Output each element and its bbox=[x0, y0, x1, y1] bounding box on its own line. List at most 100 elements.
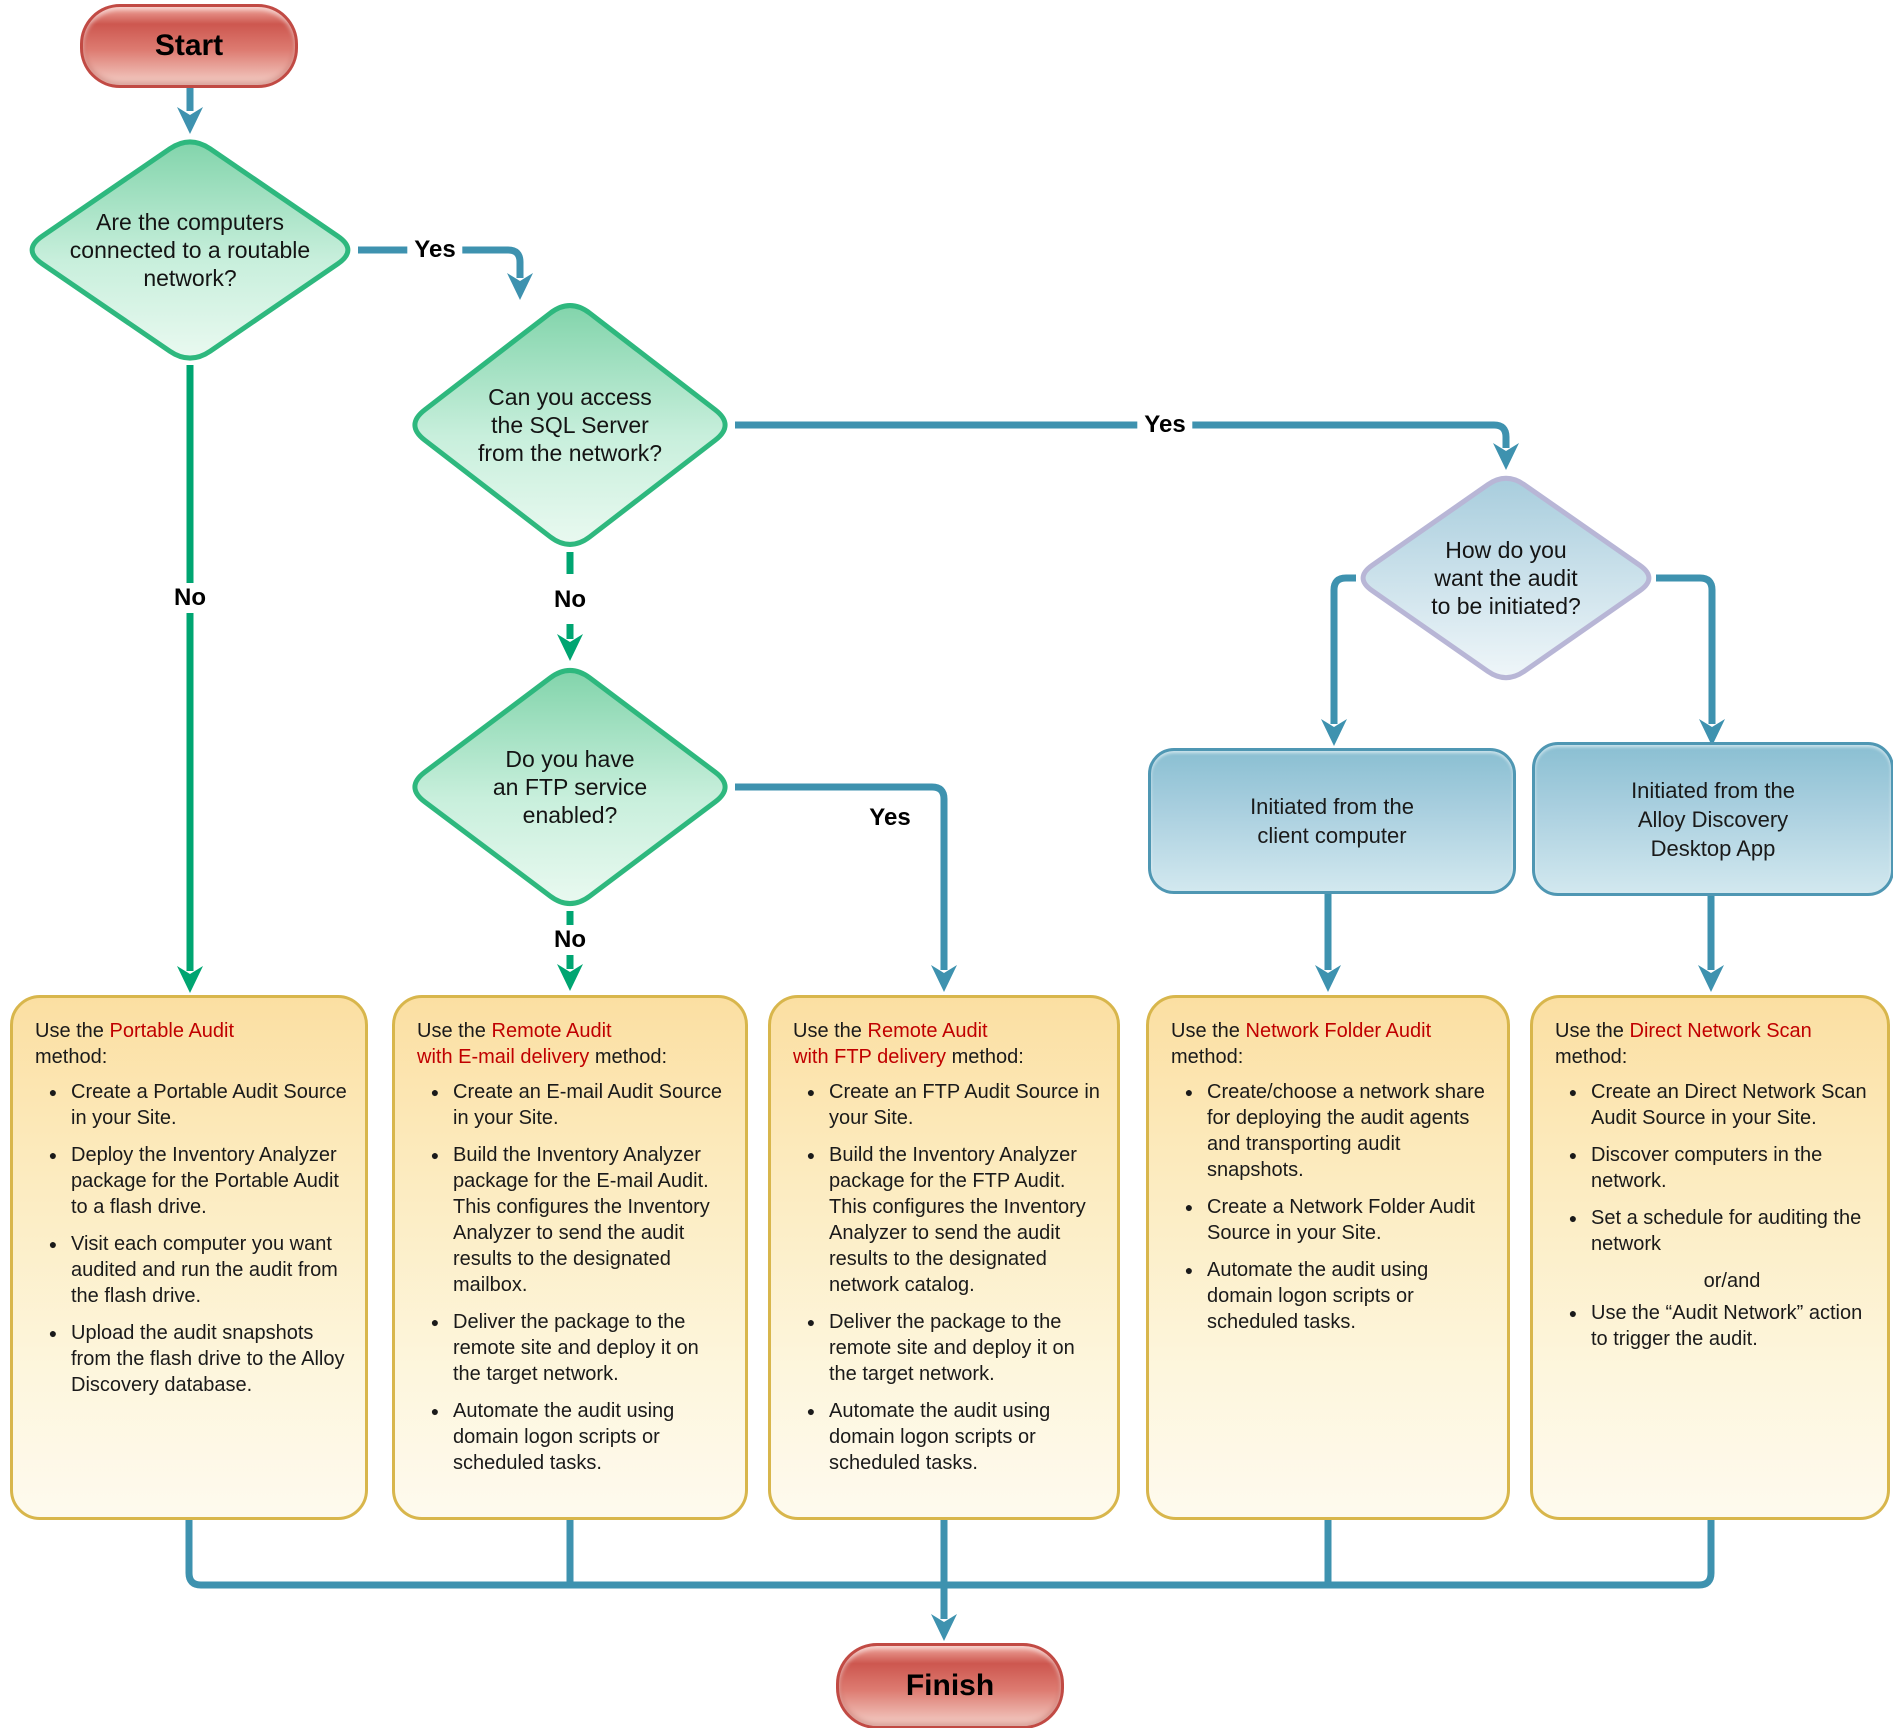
heading-lead: Use the bbox=[35, 1020, 104, 1042]
list-item: ● Automate the audit using domain logon s… bbox=[793, 1398, 1103, 1476]
edge-label-ftp-no: No bbox=[547, 925, 593, 955]
option-initiated-from-client: Initiated from the client computer bbox=[1148, 748, 1516, 894]
heading-lead: Use the bbox=[417, 1020, 486, 1042]
start-label: Start bbox=[154, 29, 224, 62]
edge-initiation-left bbox=[1330, 574, 1356, 724]
routable-line1: Are the computers bbox=[96, 209, 284, 235]
bullet-icon: ● bbox=[48, 1236, 58, 1252]
bullet-icon: ● bbox=[48, 1084, 58, 1100]
decision-audit-initiation bbox=[1360, 475, 1652, 681]
bullet-icon: ● bbox=[806, 1084, 816, 1100]
list-item: ● Discover computers in the network. bbox=[1555, 1142, 1873, 1194]
bullet-text: Automate the audit using domain logon sc… bbox=[453, 1400, 675, 1474]
teal-connectors bbox=[185, 84, 1716, 1619]
method-card-remote-audit-email: Use the Remote Audit with E-mail deliver… bbox=[392, 995, 748, 1520]
bullet-text: Discover computers in the network. bbox=[1591, 1144, 1823, 1192]
bullet-icon: ● bbox=[806, 1147, 816, 1163]
sql-line3: from the network? bbox=[478, 440, 662, 466]
edge-label-sql-no: No bbox=[547, 585, 593, 615]
method-card-portable-audit: Use the Portable Audit method: ●Create a… bbox=[10, 995, 368, 1520]
bullet-icon: ● bbox=[1184, 1084, 1194, 1100]
method-name: Portable Audit bbox=[109, 1020, 235, 1042]
method-card-direct-network-scan: Use the Direct Network Scan method: ● Cre… bbox=[1530, 995, 1890, 1520]
heading-tail: method: bbox=[1555, 1046, 1628, 1068]
list-item: ●Build the Inventory Analyzer package fo… bbox=[793, 1142, 1103, 1298]
method-heading: Use the Remote Audit with E-mail deliver… bbox=[417, 1018, 731, 1070]
list-item: ● Deliver the package to the remote site … bbox=[417, 1309, 731, 1387]
bottom-bus bbox=[185, 1520, 1715, 1589]
ftp-line2: an FTP service bbox=[493, 774, 647, 800]
bullet-text: Upload the audit snapshots from the flas… bbox=[71, 1322, 345, 1396]
bullet-icon: ● bbox=[430, 1314, 440, 1330]
list-item: ●Create a Portable Audit Source in your … bbox=[35, 1079, 351, 1131]
routable-line2: connected to a routable bbox=[70, 237, 310, 263]
edge-ftp-yes bbox=[735, 783, 948, 970]
bullet-icon: ● bbox=[1184, 1262, 1194, 1278]
heading-lead: Use the bbox=[1555, 1020, 1624, 1042]
list-item: ● Create/choose a network share for deplo… bbox=[1171, 1079, 1493, 1183]
bullet-text: Create an FTP Audit Source in your Site. bbox=[829, 1081, 1100, 1129]
bullet-text: Create/choose a network share for deploy… bbox=[1207, 1081, 1485, 1181]
bullet-icon: ● bbox=[1568, 1084, 1578, 1100]
bullet-text: Automate the audit using domain logon sc… bbox=[1207, 1259, 1429, 1333]
method-card-remote-audit-ftp: Use the Remote Audit with FTP delivery m… bbox=[768, 995, 1120, 1520]
list-item: ● Create an Direct Network Scan Audit Sou… bbox=[1555, 1079, 1873, 1131]
edge-label-routable-yes: Yes bbox=[407, 235, 463, 265]
heading-tail: method: bbox=[594, 1046, 668, 1068]
list-item: ●Visit each computer you want audited an… bbox=[35, 1231, 351, 1309]
initiation-line2: want the audit bbox=[1433, 565, 1578, 591]
list-item: ●Deliver the package to the remote site … bbox=[793, 1309, 1103, 1387]
method-heading: Use the Direct Network Scan method: bbox=[1555, 1018, 1873, 1070]
edge-sql-yes bbox=[735, 421, 1510, 448]
client-line2: client computer bbox=[1257, 823, 1407, 848]
teal-arrowheads bbox=[177, 107, 1725, 1641]
list-item: ● Automate the audit using domain logon s… bbox=[417, 1398, 731, 1476]
list-item: ●Set a schedule for auditing the network bbox=[1555, 1205, 1873, 1257]
heading-lead: Use the bbox=[793, 1020, 862, 1042]
bullet-text: Create an Direct Network Scan Audit Sour… bbox=[1591, 1081, 1867, 1129]
method-name-line2: with E-mail delivery bbox=[417, 1046, 590, 1068]
decision-diamonds bbox=[29, 139, 1652, 907]
decision-routable-network bbox=[29, 139, 351, 361]
bullet-icon: ● bbox=[1568, 1147, 1578, 1163]
initiation-line1: How do you bbox=[1445, 537, 1566, 563]
edge-routable-yes bbox=[358, 246, 524, 278]
method-name: Direct Network Scan bbox=[1629, 1020, 1812, 1042]
bullet-icon: ● bbox=[1568, 1305, 1578, 1321]
list-item: ● Use the “Audit Network” action to trigg… bbox=[1555, 1300, 1873, 1352]
bullet-icon: ● bbox=[806, 1314, 816, 1330]
bullet-text: Use the “Audit Network” action to trigge… bbox=[1591, 1302, 1863, 1350]
bullet-text: Create an E-mail Audit Source in your Si… bbox=[453, 1081, 723, 1129]
decision-ftp-service bbox=[412, 667, 728, 907]
bullet-icon: ● bbox=[430, 1403, 440, 1419]
option-initiated-from-desktop-app: Initiated from the Alloy Discovery Deskt… bbox=[1532, 742, 1893, 896]
method-heading: Use the Remote Audit with FTP delivery m… bbox=[793, 1018, 1103, 1070]
desktop-line1: Initiated from the bbox=[1631, 777, 1795, 803]
finish-terminator: Finish bbox=[836, 1643, 1064, 1728]
bullet-text: Deploy the Inventory Analyzer package fo… bbox=[71, 1144, 339, 1218]
bullet-icon: ● bbox=[430, 1084, 440, 1100]
decision-sql-access bbox=[412, 303, 728, 547]
initiation-line3: to be initiated? bbox=[1431, 593, 1581, 619]
method-name-line2: with FTP delivery bbox=[793, 1046, 947, 1068]
heading-lead: Use the bbox=[1171, 1020, 1240, 1042]
finish-label: Finish bbox=[905, 1669, 995, 1702]
bullet-icon: ● bbox=[806, 1403, 816, 1419]
desktop-line3: Desktop App bbox=[1650, 835, 1776, 861]
list-item: ● Create an E-mail Audit Source in your S… bbox=[417, 1079, 731, 1131]
heading-tail: method: bbox=[1171, 1046, 1244, 1068]
bullet-text: Automate the audit using domain logon sc… bbox=[829, 1400, 1051, 1474]
method-name: Remote Audit bbox=[867, 1020, 988, 1042]
edge-label-ftp-yes: Yes bbox=[862, 803, 918, 833]
list-item: ● Create an FTP Audit Source in your Site… bbox=[793, 1079, 1103, 1131]
ftp-line3: enabled? bbox=[523, 802, 618, 828]
ftp-line1: Do you have bbox=[505, 746, 634, 772]
sql-line1: Can you access bbox=[488, 384, 652, 410]
bullet-text: Create a Network Folder Audit Source in … bbox=[1207, 1196, 1475, 1244]
edge-label-sql-yes: Yes bbox=[1137, 410, 1193, 440]
routable-line3: network? bbox=[143, 265, 236, 291]
start-terminator: Start bbox=[80, 4, 298, 88]
bullet-text: Deliver the package to the remote site a… bbox=[453, 1311, 699, 1385]
